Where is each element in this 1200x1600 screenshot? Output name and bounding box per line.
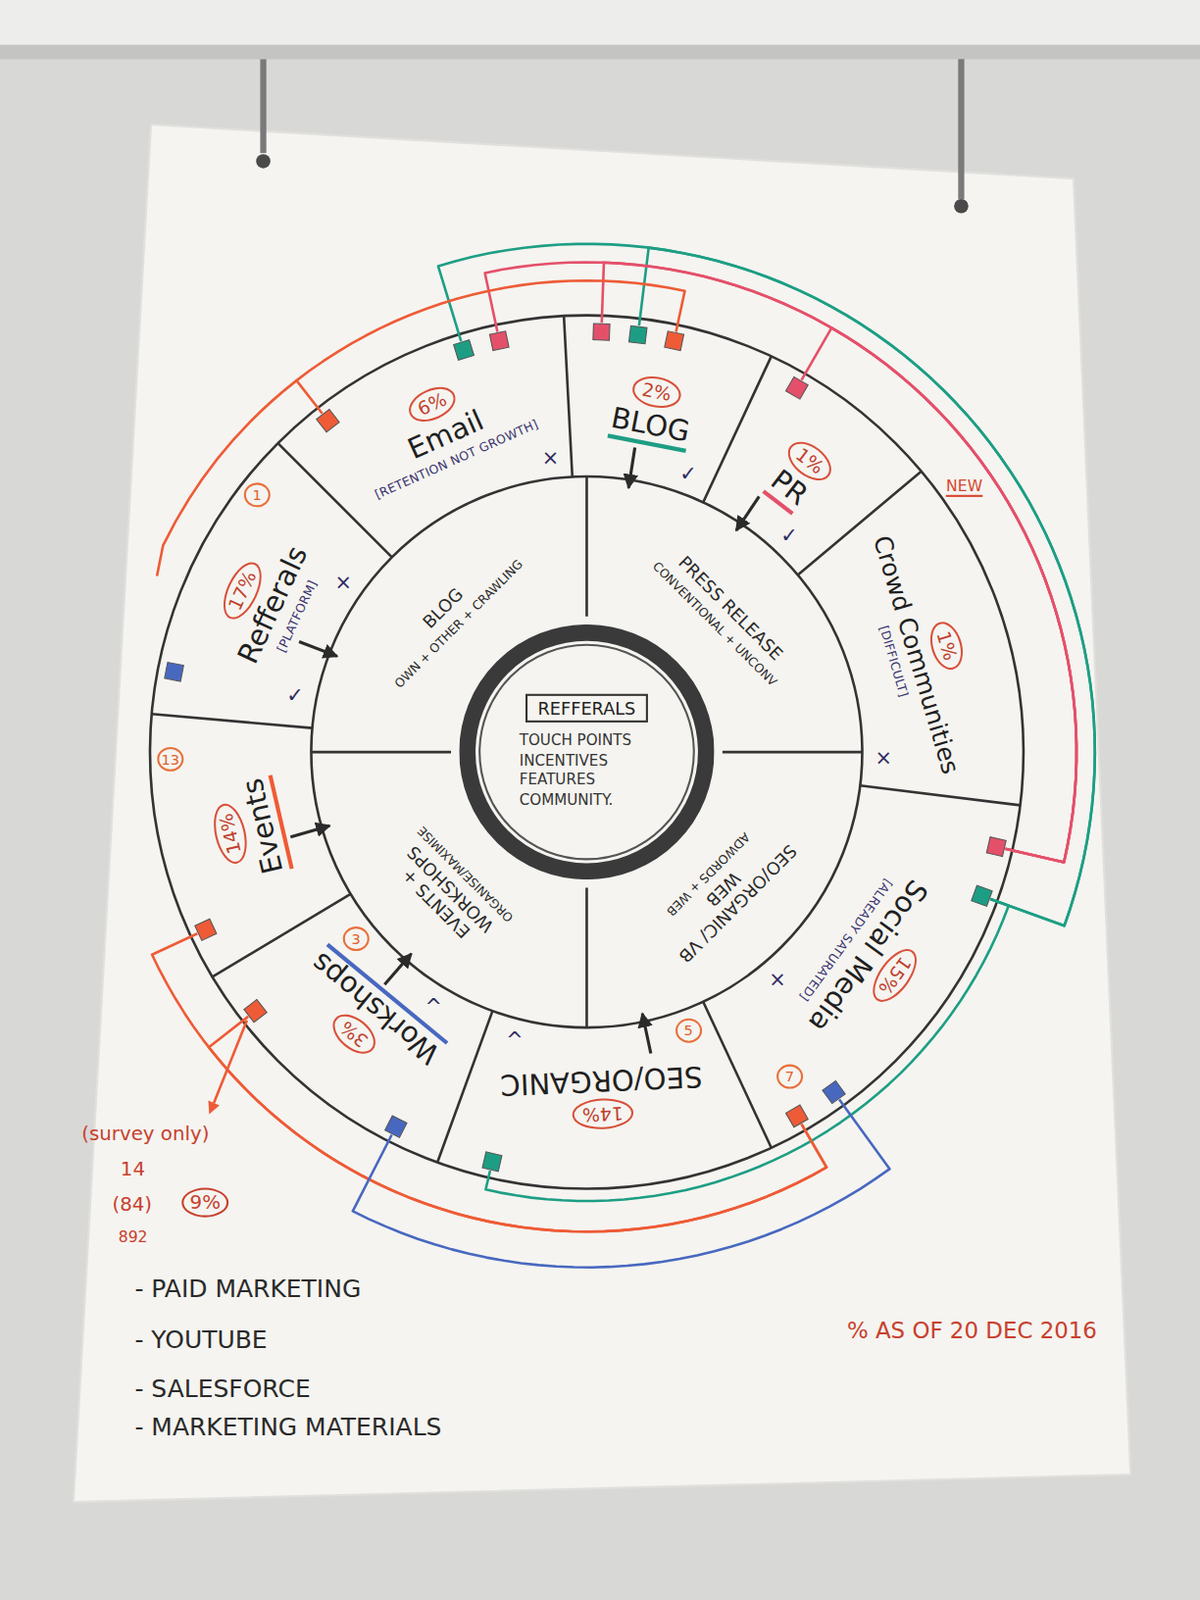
survey-note: 9%	[181, 1188, 229, 1218]
rail	[0, 0, 1200, 46]
todo-item: - SALESFORCE	[134, 1375, 310, 1402]
check-mark: ×	[768, 968, 786, 992]
hook-hole	[255, 153, 271, 169]
core-heading-box: REFFERALS	[525, 693, 649, 723]
rail-edge	[0, 45, 1200, 60]
color-tag	[664, 331, 685, 351]
todo-item: - YOUTUBE	[134, 1326, 267, 1353]
color-tag	[786, 376, 809, 400]
hook	[259, 58, 266, 153]
callout-number: 7	[776, 1064, 803, 1090]
color-tag	[489, 331, 509, 351]
color-tag	[482, 1151, 502, 1172]
flow-arrow	[642, 1013, 651, 1054]
core-heading: REFFERALS	[538, 698, 637, 717]
check-mark: ×	[335, 570, 352, 594]
check-mark: ✓	[780, 523, 798, 547]
color-tag	[593, 323, 610, 341]
channel-segment: Refferals[PLATFORM]17%	[189, 500, 343, 703]
color-tag	[453, 340, 475, 361]
color-tag	[628, 325, 648, 345]
channel-segment: Social Media[ALREADY SATURATED]15%	[776, 849, 970, 1072]
survey-note: (survey only)	[81, 1122, 209, 1145]
todo-item: - MARKETING MATERIALS	[134, 1414, 442, 1442]
segment-title: SEO/ORGANIC	[499, 1059, 702, 1100]
flow-arrow	[290, 825, 330, 837]
tag-connector	[485, 899, 1008, 1201]
flow-arrow	[384, 953, 411, 985]
paper-sheet	[73, 124, 1131, 1502]
callout-number: 3	[343, 926, 370, 951]
check-mark: ^	[425, 995, 443, 1018]
tag-connector	[485, 261, 1077, 862]
color-tag	[822, 1080, 846, 1103]
outer-ring	[150, 315, 1024, 1190]
color-tag	[195, 918, 217, 941]
quadrant-dividers	[310, 476, 862, 1028]
color-tag	[316, 408, 340, 432]
channel-segment: SEO/ORGANIC14%	[483, 1058, 721, 1135]
core-circle: TOUCH POINTS INCENTIVES FEATURES COMMUNI…	[458, 624, 714, 880]
core-list: TOUCH POINTS INCENTIVES FEATURES COMMUNI…	[519, 730, 654, 810]
segment-title: BLOG	[607, 402, 693, 453]
tag-connector	[208, 1016, 827, 1232]
tag-connector	[801, 327, 1077, 862]
tag-connector	[296, 280, 685, 414]
check-mark: ×	[542, 446, 559, 469]
color-tag	[786, 1104, 809, 1128]
date-note: % AS OF 20 DEC 2016	[847, 1318, 1098, 1344]
leader-arrowhead	[207, 1100, 219, 1115]
color-tag	[385, 1115, 407, 1138]
flow-arrow	[628, 448, 635, 489]
channel-segment: Events14%	[199, 752, 299, 908]
check-mark: ✓	[679, 461, 697, 485]
segment-dividers	[151, 315, 1021, 1162]
channel-segment: Workshops3%	[273, 934, 459, 1104]
todo-item: - PAID MARKETING	[134, 1275, 361, 1302]
color-tag	[244, 999, 267, 1022]
color-tag	[971, 885, 993, 906]
flow-arrow	[736, 496, 759, 531]
percent-circle: 14%	[571, 1097, 635, 1131]
leader-line	[213, 1020, 248, 1103]
color-tag	[164, 662, 185, 683]
core-ring-thick	[467, 632, 707, 872]
callout-number: 1	[244, 482, 271, 507]
survey-note: 14	[120, 1157, 146, 1180]
channel-segment: Crowd Communities[DIFFICULT]1%	[850, 518, 999, 786]
tag-connector	[639, 248, 1096, 927]
flow-arrow	[299, 641, 338, 656]
check-mark: ✓	[286, 684, 303, 707]
hook-hole	[953, 199, 969, 214]
tag-connector	[151, 933, 827, 1232]
callout-number: 5	[675, 1018, 702, 1044]
orange-line-tail	[156, 380, 297, 576]
segment-title: Events	[237, 774, 294, 877]
check-mark: ^	[505, 1029, 523, 1052]
new-tag: NEW	[946, 477, 983, 497]
survey-note: (84)	[111, 1194, 152, 1216]
hook	[957, 58, 964, 200]
middle-ring	[310, 476, 862, 1028]
tag-connector	[438, 244, 1096, 926]
channel-segment: BLOG2%	[591, 366, 715, 456]
callout-number: 13	[156, 747, 184, 772]
channel-segment: PR1%	[740, 421, 855, 533]
channel-segment: Email[RETENTION NOT GROWTH]6%	[332, 349, 553, 508]
core-ring-thin	[479, 645, 695, 860]
survey-note: 892	[118, 1228, 149, 1246]
color-tag	[986, 837, 1006, 857]
check-mark: ×	[874, 746, 892, 769]
